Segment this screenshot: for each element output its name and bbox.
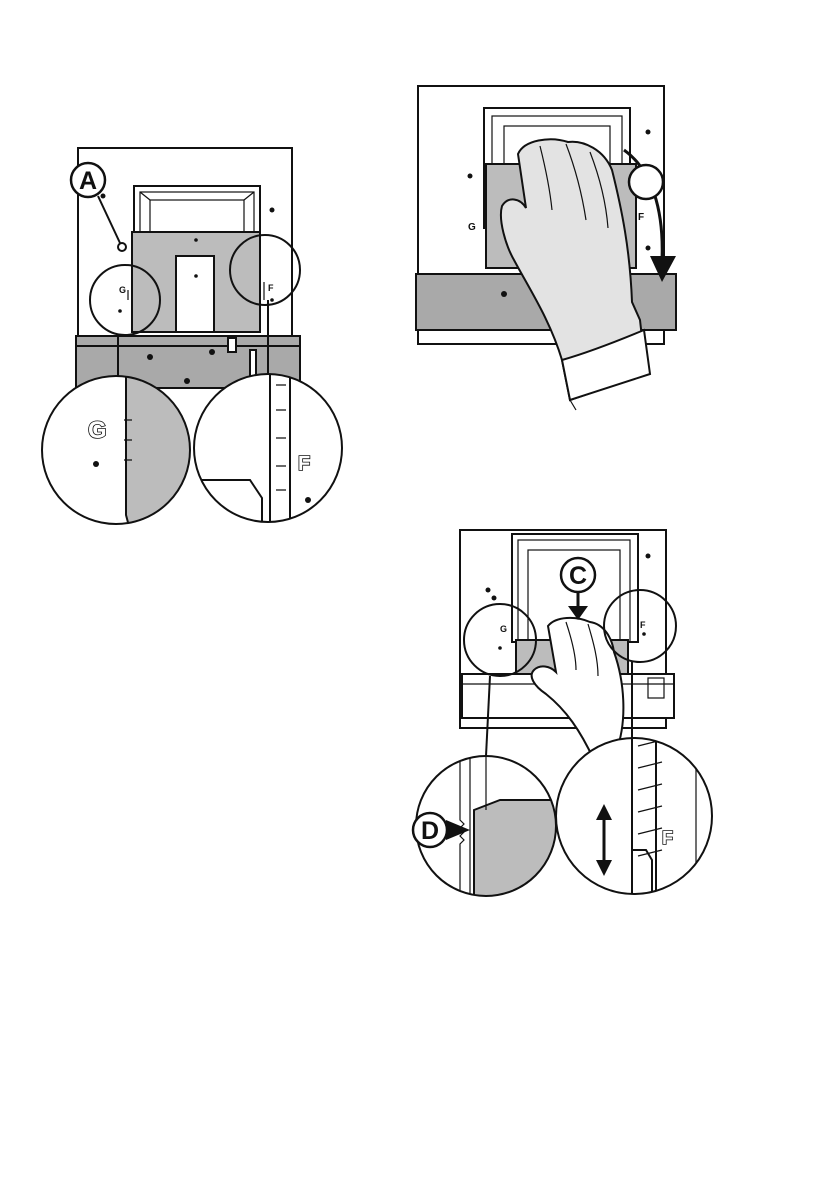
mark-g-small: G xyxy=(468,222,476,233)
zoom-detail-d: D xyxy=(413,756,560,900)
mark-f-small: F xyxy=(638,212,644,223)
mark-g-small: G xyxy=(119,285,126,295)
callout-d: D xyxy=(413,813,447,847)
callout-d-label: D xyxy=(421,817,439,845)
panel-1-drawing: G F A G xyxy=(0,0,420,560)
heater-bracket xyxy=(176,256,214,332)
mark-f-large: F xyxy=(662,828,673,848)
callout-c: C xyxy=(561,558,595,592)
mark-f-small: F xyxy=(268,283,274,293)
step-panel-1: G F A G xyxy=(0,0,420,560)
callout-a-label: A xyxy=(79,167,97,195)
callout-a: A xyxy=(71,163,105,197)
mark-f-large: F xyxy=(298,453,310,475)
mark-f-small: F xyxy=(640,620,646,630)
mark-g-small: G xyxy=(500,624,507,634)
callout-c-label: C xyxy=(569,562,587,590)
panel-2-drawing: G F xyxy=(400,70,700,410)
screw-a xyxy=(118,243,126,251)
zoom-detail-g: G xyxy=(42,370,200,530)
zoom-detail-f: F xyxy=(556,738,712,894)
callout-b xyxy=(629,165,663,199)
step-panel-3: C G F D xyxy=(400,520,730,910)
zoom-detail-f: F xyxy=(194,374,342,522)
panel-3-drawing: C G F D xyxy=(400,520,730,910)
mark-g-large: G xyxy=(88,417,107,444)
step-panel-2: G F xyxy=(400,70,700,410)
opening-frame xyxy=(134,186,260,236)
